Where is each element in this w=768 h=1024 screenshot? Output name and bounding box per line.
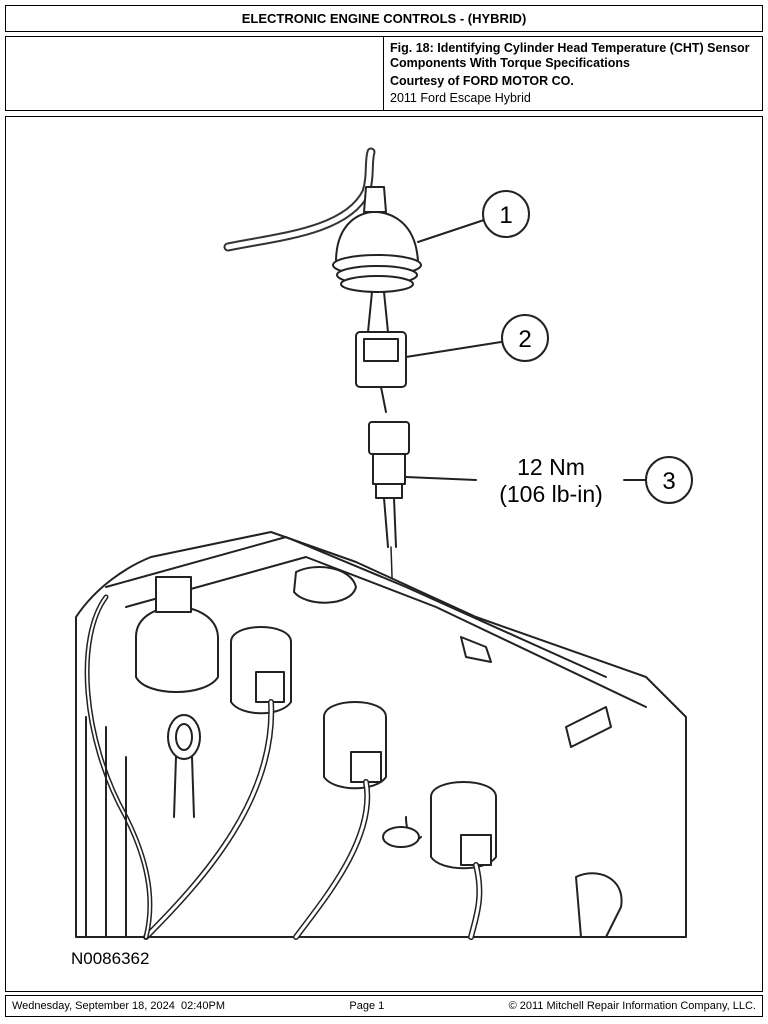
sensor-illustration: 1 2 3 12 Nm (106 lb-in) N0086362 [71, 147, 693, 968]
figure-panel: 1 2 3 12 Nm (106 lb-in) N0086362 [5, 116, 763, 992]
document-footer: Wednesday, September 18, 2024 02:40PM Pa… [5, 995, 763, 1017]
caption-cell: Fig. 18: Identifying Cylinder Head Tempe… [384, 37, 762, 110]
callout-2-label: 2 [518, 326, 531, 353]
figure-courtesy: Courtesy of FORD MOTOR CO. [390, 74, 574, 88]
leader-line-1 [417, 219, 485, 243]
sensor-connector [355, 331, 407, 413]
callout-2 [501, 314, 549, 362]
document-header: ELECTRONIC ENGINE CONTROLS - (HYBRID) [5, 5, 763, 32]
callout-3-label: 3 [662, 468, 675, 495]
engine-outline [75, 531, 687, 940]
torque-spec-nm: 12 Nm [517, 454, 585, 480]
leader-line-2 [405, 341, 502, 358]
caption-empty-cell [6, 37, 384, 110]
torque-spec-lbin: (106 lb-in) [499, 481, 603, 507]
grommet [332, 186, 422, 333]
footer-page: Page 1 [349, 1000, 385, 1012]
header-title: ELECTRONIC ENGINE CONTROLS - (HYBRID) [241, 11, 527, 26]
leader-line-3 [405, 476, 477, 481]
figure-title: Fig. 18: Identifying Cylinder Head Tempe… [390, 41, 750, 70]
figure-caption-table: Fig. 18: Identifying Cylinder Head Tempe… [5, 36, 763, 111]
callout-1 [482, 190, 530, 238]
vehicle-name: 2011 Ford Escape Hybrid [390, 91, 531, 105]
callout-1-label: 1 [499, 202, 512, 229]
callout-3 [645, 456, 693, 504]
footer-datetime: Wednesday, September 18, 2024 02:40PM [12, 1000, 226, 1012]
figure-id: N0086362 [71, 949, 149, 968]
footer-copyright: © 2011 Mitchell Repair Information Compa… [508, 1000, 756, 1012]
